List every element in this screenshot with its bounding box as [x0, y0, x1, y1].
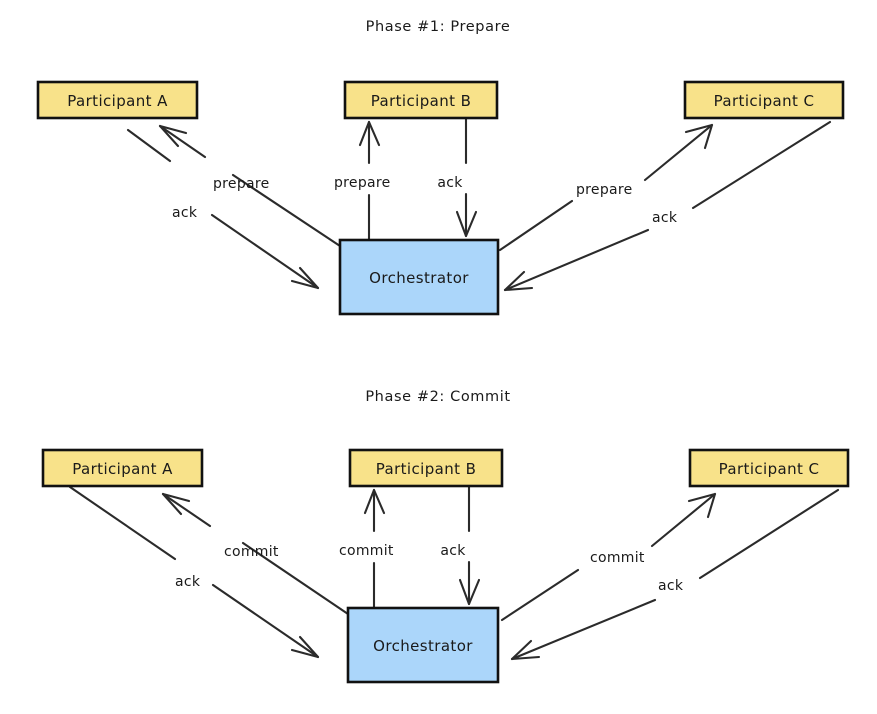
node-label-p1-participant-c: Participant C	[714, 92, 815, 110]
node-p2-participant-b[interactable]: Participant B	[348, 448, 504, 488]
phase-2-title: Phase #2: Commit	[365, 389, 510, 405]
edge-p1-prepare-a: prepare	[158, 124, 342, 248]
edge-p2-commit-b: commit	[339, 488, 394, 613]
edge-label-p2-commit-b: commit	[339, 543, 394, 559]
node-label-p2-participant-c: Participant C	[719, 460, 820, 478]
phase-1-group: Phase #1: Prepare prepare ack prepare	[36, 19, 845, 316]
phase-1-title: Phase #1: Prepare	[366, 19, 511, 35]
edge-p1-ack-c: ack	[503, 120, 832, 292]
node-p1-participant-a[interactable]: Participant A	[36, 80, 199, 120]
node-p2-participant-a[interactable]: Participant A	[41, 448, 204, 488]
edge-label-p2-commit-a: commit	[224, 544, 279, 560]
edge-p2-ack-c: ack	[510, 488, 840, 661]
edge-label-p1-prepare-a: prepare	[213, 176, 270, 192]
edge-p1-prepare-c: prepare	[498, 123, 714, 252]
node-p1-orchestrator[interactable]: Orchestrator	[338, 238, 500, 316]
edge-p2-ack-a: ack	[68, 485, 320, 659]
edge-p2-ack-b: ack	[440, 485, 481, 606]
node-label-p1-orchestrator: Orchestrator	[369, 269, 469, 287]
edge-label-p1-ack-c: ack	[652, 210, 678, 226]
node-p1-participant-b[interactable]: Participant B	[343, 80, 499, 120]
node-label-p2-participant-b: Participant B	[376, 460, 477, 478]
edge-label-p2-ack-b: ack	[440, 543, 466, 559]
node-p1-participant-c[interactable]: Participant C	[683, 80, 845, 120]
node-label-p1-participant-b: Participant B	[371, 92, 472, 110]
node-label-p1-participant-a: Participant A	[67, 92, 168, 110]
edge-label-p1-ack-a: ack	[172, 205, 198, 221]
edge-p2-commit-c: commit	[500, 492, 717, 622]
edge-label-p1-prepare-b: prepare	[334, 175, 391, 191]
edge-label-p2-commit-c: commit	[590, 550, 645, 566]
edge-p1-ack-a: ack	[126, 128, 320, 290]
node-p2-orchestrator[interactable]: Orchestrator	[346, 606, 500, 684]
phase-2-group: Phase #2: Commit commit ack commit	[41, 389, 850, 684]
edge-label-p2-ack-c: ack	[658, 578, 684, 594]
edge-label-p1-prepare-c: prepare	[576, 182, 633, 198]
edge-p1-prepare-b: prepare	[334, 120, 391, 245]
edge-p2-commit-a: commit	[161, 492, 350, 616]
node-label-p2-participant-a: Participant A	[72, 460, 173, 478]
node-label-p2-orchestrator: Orchestrator	[373, 637, 473, 655]
edge-label-p2-ack-a: ack	[175, 574, 201, 590]
node-p2-participant-c[interactable]: Participant C	[688, 448, 850, 488]
edge-p1-ack-b: ack	[437, 117, 478, 238]
edge-label-p1-ack-b: ack	[437, 175, 463, 191]
